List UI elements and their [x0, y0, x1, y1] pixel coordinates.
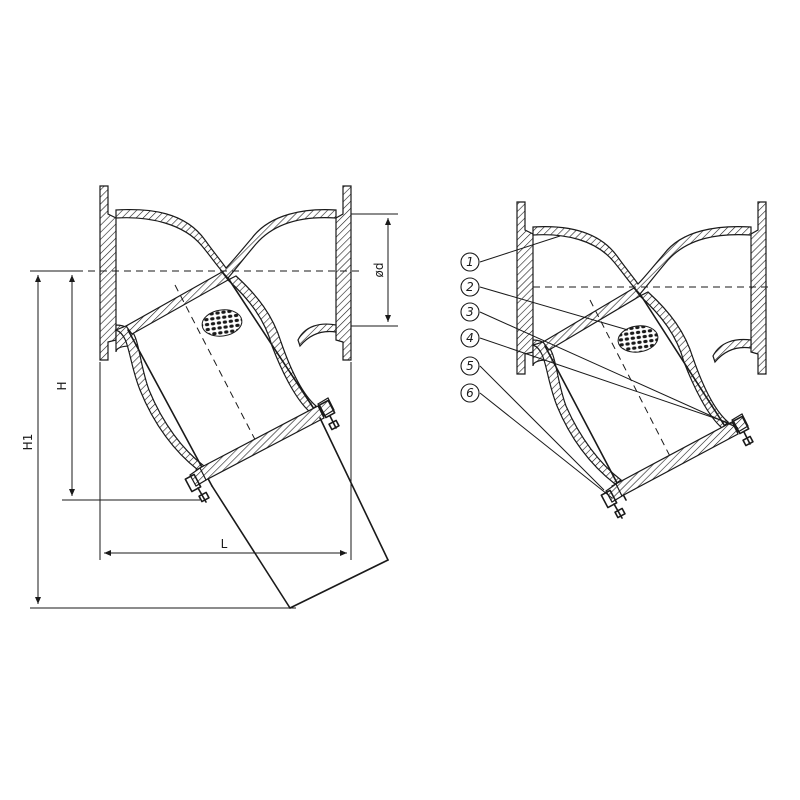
callout-4: 4	[460, 328, 480, 348]
right-body-outlet-lower	[712, 338, 752, 364]
right-view-strainer	[479, 201, 770, 519]
dimension-bore	[351, 213, 398, 327]
dimension-height	[62, 270, 200, 501]
left-body-outlet-lower	[297, 323, 337, 348]
left-outlet-flange	[335, 185, 352, 361]
callout-6: 6	[460, 383, 480, 403]
callout-1-label: 1	[466, 255, 474, 269]
left-screen-withdrawal-outline	[211, 417, 389, 609]
bore-label: ød	[372, 263, 386, 278]
callout-1: 1	[460, 252, 480, 272]
length-label: L	[221, 537, 228, 551]
left-screen-basket	[127, 277, 321, 487]
right-inlet-flange	[516, 201, 534, 375]
right-housing-left-wall	[531, 341, 623, 485]
callout-6-label: 6	[466, 386, 474, 400]
left-housing-left-wall	[114, 325, 206, 471]
right-screen-mesh	[617, 325, 659, 353]
left-body-top-wall	[115, 209, 337, 279]
left-inlet-flange	[99, 185, 117, 361]
callout-4-label: 4	[466, 331, 474, 345]
left-view-strainer	[30, 185, 398, 609]
callout-3: 3	[460, 302, 480, 322]
callout-leaders	[479, 235, 739, 499]
callout-2-label: 2	[466, 280, 474, 294]
right-cover-plate	[600, 413, 754, 519]
callout-5: 5	[460, 356, 480, 376]
total-height-label: H1	[21, 434, 35, 451]
left-cover-plate	[184, 397, 340, 503]
callout-3-label: 3	[466, 305, 474, 319]
right-body-top-wall	[532, 226, 752, 295]
height-label: H	[55, 381, 69, 390]
left-screen-mesh	[201, 309, 243, 337]
right-housing-right-wall	[638, 291, 729, 429]
right-screen-basket	[544, 293, 731, 501]
left-inner-partition	[125, 271, 229, 335]
callout-5-label: 5	[466, 359, 474, 373]
dimension-total-height	[30, 270, 296, 609]
right-outlet-flange	[750, 201, 767, 375]
callout-2: 2	[460, 277, 480, 297]
dimension-length	[99, 362, 352, 560]
